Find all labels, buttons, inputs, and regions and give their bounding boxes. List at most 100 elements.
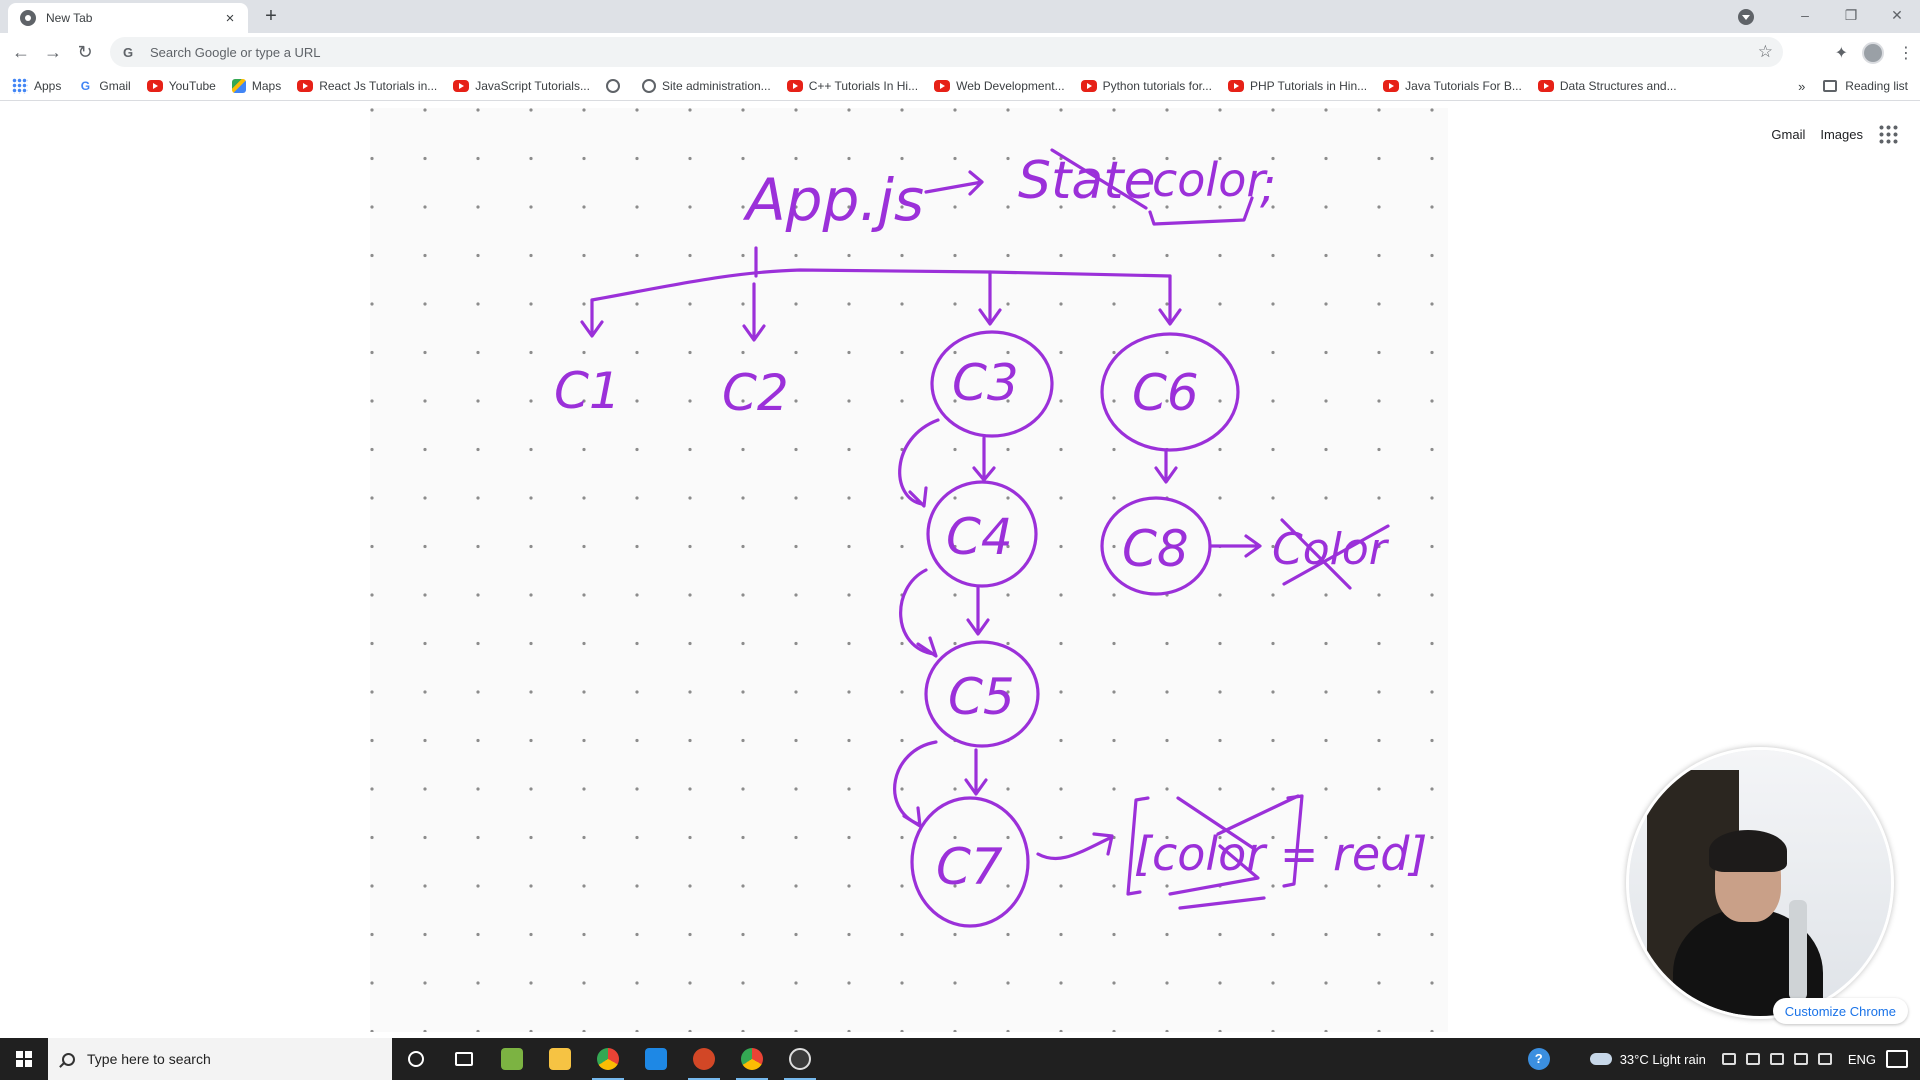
task-view-button[interactable]	[440, 1038, 488, 1080]
minimize-button[interactable]: –	[1801, 7, 1809, 23]
close-window-button[interactable]: ✕	[1891, 7, 1903, 23]
bookmark-apps[interactable]: Apps	[12, 77, 61, 94]
images-link[interactable]: Images	[1820, 126, 1863, 142]
restore-button[interactable]: ❐	[1844, 7, 1858, 23]
browser-toolbar: ← → ↻ G Search Google or type a URL ☆ ✦ …	[0, 33, 1920, 71]
wifi-icon[interactable]	[1817, 1053, 1832, 1065]
back-button[interactable]: ←	[12, 42, 30, 62]
customize-chrome-button[interactable]: Customize Chrome	[1772, 998, 1908, 1024]
volume-icon[interactable]	[1793, 1053, 1808, 1065]
state-value-label: color	[1152, 153, 1268, 207]
node-c7-circle	[910, 796, 1030, 928]
taskbar-app-notepad[interactable]	[488, 1038, 536, 1080]
network-icon[interactable]	[1745, 1053, 1760, 1065]
bookmark-site-admin[interactable]: Site administration...	[641, 78, 771, 93]
bookmark-youtube[interactable]: YouTube	[146, 79, 216, 93]
extensions-puzzle-icon[interactable]: ✦	[1834, 45, 1848, 62]
google-apps-icon[interactable]	[1878, 124, 1898, 144]
cortana-icon	[408, 1051, 424, 1067]
bookmark-label: React Js Tutorials in...	[319, 78, 438, 93]
bookmark-dsa[interactable]: Data Structures and...	[1537, 79, 1677, 93]
language-indicator[interactable]: ENG	[1847, 1051, 1876, 1067]
chrome-menu-icon[interactable]: ⋮	[1898, 45, 1914, 62]
chrome-favicon-icon	[20, 10, 36, 26]
weather-cloud-icon	[1589, 1053, 1612, 1065]
taskbar-app-explorer[interactable]	[536, 1038, 584, 1080]
taskbar-app-chrome-2[interactable]	[728, 1038, 776, 1080]
node-c4-circle	[926, 480, 1038, 588]
gmail-link[interactable]: Gmail	[1771, 126, 1806, 142]
tab-search-icon[interactable]	[1738, 8, 1754, 25]
taskbar-search-box[interactable]: Type here to search	[48, 1038, 392, 1080]
arrow-c7-to-color	[1036, 832, 1114, 861]
powerpoint-icon	[693, 1048, 715, 1070]
node-c6-circle	[1100, 332, 1240, 452]
maps-icon	[231, 78, 246, 93]
system-tray: ? 33°C Light rain ENG	[1527, 1038, 1920, 1080]
state-strikethrough	[1050, 148, 1148, 210]
taskbar-app-powerpoint[interactable]	[680, 1038, 728, 1080]
arrow-c3-to-c4	[972, 436, 996, 482]
toolbar-right: ✦ ⋮	[1834, 42, 1914, 64]
battery-icon[interactable]	[1769, 1053, 1784, 1065]
bookmark-cpp[interactable]: C++ Tutorials In Hi...	[786, 79, 918, 93]
reload-button[interactable]: ↻	[77, 42, 93, 62]
start-button[interactable]	[0, 1038, 48, 1080]
apps-grid-icon	[12, 77, 28, 94]
windows-taskbar: Type here to search ? 33°C Light rain EN…	[0, 1038, 1920, 1080]
bookmark-maps[interactable]: Maps	[231, 78, 281, 93]
new-tab-button[interactable]: +	[265, 5, 277, 27]
windows-logo-icon	[16, 1051, 32, 1067]
c8-target-label: Color	[1272, 524, 1390, 575]
bookmark-globe[interactable]	[605, 78, 626, 93]
youtube-icon	[1227, 79, 1244, 92]
new-tab-page: Gmail Images	[0, 102, 1920, 1038]
bookmark-php[interactable]: PHP Tutorials in Hin...	[1227, 79, 1367, 93]
bookmark-react[interactable]: React Js Tutorials in...	[297, 79, 437, 93]
tab-close-button[interactable]: ×	[225, 9, 235, 27]
task-view-icon	[455, 1052, 473, 1066]
taskbar-app-obs[interactable]	[776, 1038, 824, 1080]
youtube-icon	[786, 79, 803, 92]
cortana-button[interactable]	[392, 1038, 440, 1080]
bookmarks-overflow-button[interactable]: »	[1798, 78, 1806, 94]
tray-chevron-icon[interactable]	[1721, 1053, 1736, 1065]
action-center-icon[interactable]	[1886, 1050, 1908, 1068]
help-icon[interactable]: ?	[1527, 1048, 1550, 1070]
c7-strike-2	[1168, 844, 1266, 910]
reading-list-button[interactable]: Reading list	[1845, 79, 1908, 93]
arrow-to-c1	[580, 298, 604, 338]
youtube-icon	[453, 79, 470, 92]
taskbar-app-vscode[interactable]	[632, 1038, 680, 1080]
whiteboard-canvas: App.js State color ; C1 C2 C3 C4 C5 C6 C…	[370, 108, 1448, 1032]
node-c3-label: C3	[952, 354, 1019, 412]
bookmark-webdev[interactable]: Web Development...	[934, 79, 1065, 93]
bookmark-star-icon[interactable]: ☆	[1757, 42, 1773, 61]
bookmark-label: Java Tutorials For B...	[1405, 78, 1522, 93]
profile-avatar[interactable]	[1862, 42, 1884, 64]
arrow-to-c2	[742, 282, 766, 342]
tab-title: New Tab	[46, 11, 93, 25]
youtube-icon	[1537, 79, 1554, 92]
branch-line	[590, 268, 1172, 302]
bookmark-java[interactable]: Java Tutorials For B...	[1383, 79, 1522, 93]
arrow-c5-to-c7	[964, 748, 988, 796]
state-label: State	[1018, 151, 1156, 211]
node-c8-label: C8	[1122, 520, 1189, 578]
weather-widget[interactable]: 33°C Light rain	[1619, 1051, 1706, 1067]
forward-button[interactable]: →	[44, 42, 62, 62]
taskbar-app-chrome[interactable]	[584, 1038, 632, 1080]
window-controls: – ❐ ✕	[1738, 0, 1920, 33]
curve-c3-to-c4	[898, 418, 940, 508]
webcam-microphone	[1789, 900, 1807, 1000]
omnibox[interactable]: G Search Google or type a URL ☆	[110, 37, 1783, 67]
tab-new-tab[interactable]: New Tab ×	[8, 3, 248, 33]
bookmark-javascript[interactable]: JavaScript Tutorials...	[453, 79, 590, 93]
youtube-icon	[146, 79, 163, 92]
chrome-icon	[597, 1048, 619, 1070]
webcam-person-hair	[1709, 830, 1787, 872]
node-c3-circle	[930, 330, 1054, 438]
bookmark-python[interactable]: Python tutorials for...	[1080, 79, 1212, 93]
